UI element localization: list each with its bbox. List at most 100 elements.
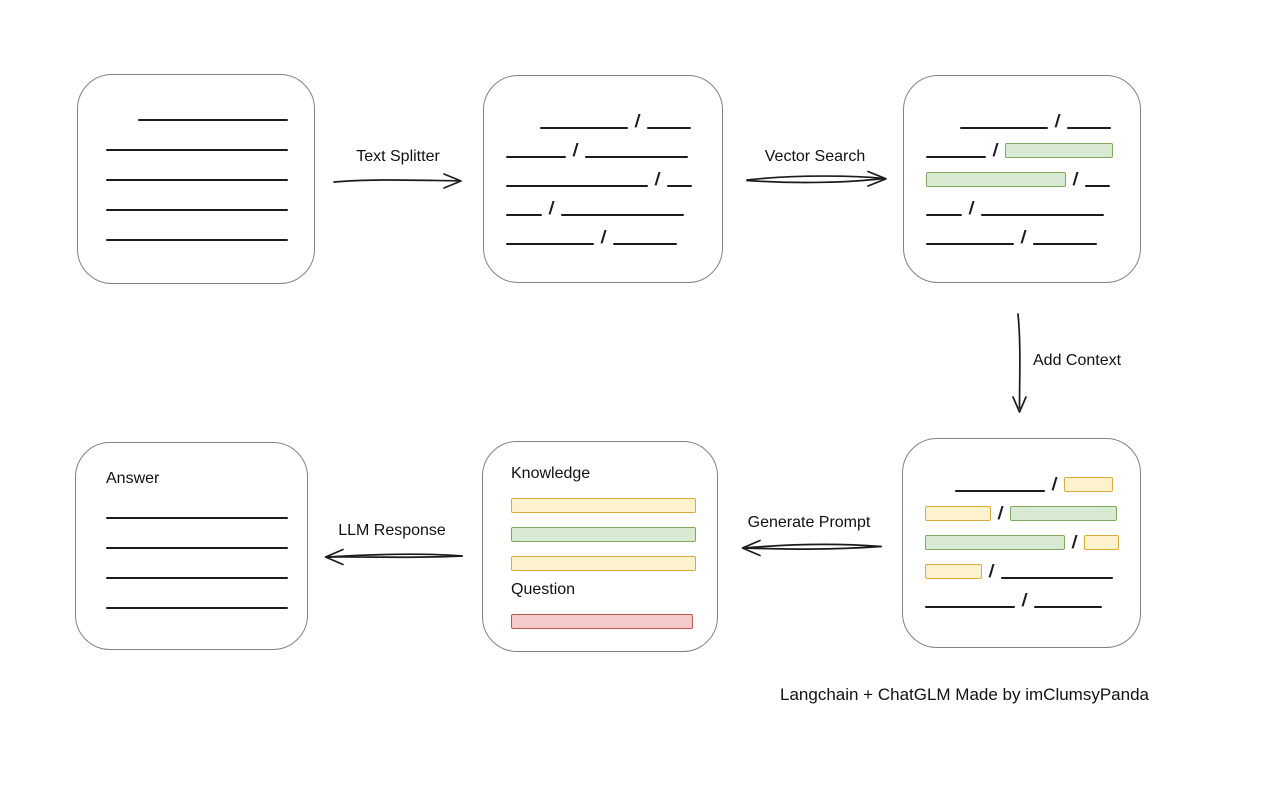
add-context-arrow [1012, 313, 1027, 413]
generate-prompt-arrow [741, 539, 882, 557]
context-chunks-box: / / / / / [902, 438, 1141, 648]
llm-response-arrow [324, 548, 463, 566]
text-line [106, 607, 288, 609]
yellow-chunk [511, 498, 696, 513]
yellow-chunk [925, 506, 991, 521]
box-row [106, 547, 307, 549]
box-row: / [925, 590, 1140, 610]
text-line [506, 185, 648, 187]
vector-search-arrow-label: Vector Search [764, 148, 866, 165]
context-rows: / / / / / [903, 439, 1140, 610]
text-line [106, 179, 288, 181]
box-row: / [960, 111, 1140, 131]
text-line [1033, 243, 1098, 245]
chunk-separator: / [654, 169, 662, 189]
yellow-chunk [1064, 477, 1114, 492]
text-line [955, 490, 1045, 492]
box-row [106, 517, 307, 519]
chunk-separator: / [1021, 590, 1029, 610]
text-line [1085, 185, 1111, 187]
document-rows [78, 75, 314, 241]
box-row: / [926, 227, 1140, 247]
green-chunk [1005, 143, 1114, 158]
box-row: / [955, 474, 1140, 494]
chunk-separator: / [1071, 532, 1079, 552]
text-line [506, 243, 594, 245]
text-line [540, 127, 628, 129]
chunk-separator: / [1072, 169, 1080, 189]
box-label: Answer [106, 470, 160, 487]
text-line [561, 214, 685, 216]
answer-box: Answer [75, 442, 308, 650]
vector-search-arrow [746, 170, 887, 187]
text-line [613, 243, 678, 245]
llm-response-arrow-label: LLM Response [338, 522, 446, 539]
chunk-separator: / [968, 198, 976, 218]
box-row: / [925, 532, 1140, 552]
box-row: Question [511, 581, 717, 600]
split-chunks-box: / / / / / [483, 75, 723, 283]
text-line [106, 547, 288, 549]
text-line [925, 606, 1015, 608]
box-row [106, 209, 314, 211]
box-label: Knowledge [511, 465, 591, 482]
text-line [106, 149, 288, 151]
text-line [926, 156, 986, 158]
add-context-arrow-label: Add Context [1033, 352, 1122, 369]
retrieved-rows: / / / / / [904, 76, 1140, 247]
chunk-separator: / [634, 111, 642, 131]
green-chunk [511, 527, 696, 542]
chunk-separator: / [1051, 474, 1059, 494]
chunk-separator: / [992, 140, 1000, 160]
chunk-separator: / [988, 561, 996, 581]
answer-rows: Answer [76, 443, 307, 609]
box-row [106, 149, 314, 151]
text-line [926, 214, 962, 216]
text-line [106, 239, 288, 241]
box-row [511, 554, 717, 571]
box-row [511, 496, 717, 513]
source-document-box [77, 74, 315, 284]
text-line [667, 185, 693, 187]
chunks-rows: / / / / / [484, 76, 722, 247]
text-line [106, 577, 288, 579]
box-label: Question [511, 581, 576, 598]
vector-search-result-box: / / / / / [903, 75, 1141, 283]
box-row [106, 607, 307, 609]
box-row: / [926, 198, 1140, 218]
text-line [106, 209, 288, 211]
box-row: / [925, 503, 1140, 523]
box-row: / [506, 198, 722, 218]
box-row [106, 239, 314, 241]
yellow-chunk [925, 564, 982, 579]
chunk-separator: / [572, 140, 580, 160]
box-row: / [925, 561, 1140, 581]
chunk-separator: / [1054, 111, 1062, 131]
text-splitter-arrow-label: Text Splitter [356, 148, 440, 165]
chunk-separator: / [997, 503, 1005, 523]
text-line [1001, 577, 1114, 579]
generate-prompt-arrow-label: Generate Prompt [747, 514, 871, 531]
box-row: / [506, 169, 722, 189]
green-chunk [925, 535, 1065, 550]
green-chunk [926, 172, 1066, 187]
box-row: / [926, 169, 1140, 189]
text-line [926, 243, 1014, 245]
diagram-caption: Langchain + ChatGLM Made by imClumsyPand… [780, 685, 1149, 704]
text-splitter-arrow [333, 173, 462, 189]
box-row: / [506, 140, 722, 160]
text-line [138, 119, 288, 121]
text-line [960, 127, 1048, 129]
text-line [506, 214, 542, 216]
green-chunk [1010, 506, 1118, 521]
box-row: / [506, 227, 722, 247]
red-chunk [511, 614, 693, 629]
text-line [647, 127, 692, 129]
text-line [585, 156, 689, 158]
text-line [506, 156, 566, 158]
yellow-chunk [511, 556, 696, 571]
text-line [981, 214, 1105, 216]
